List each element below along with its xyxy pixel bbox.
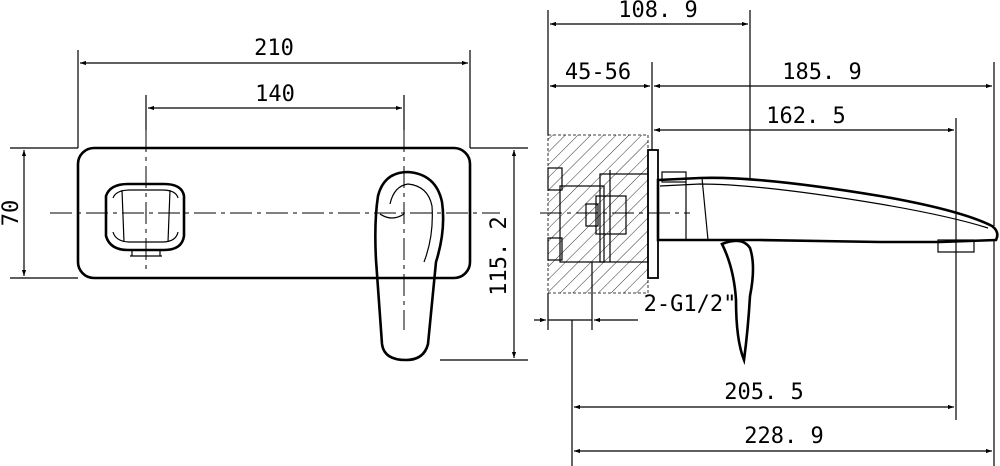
dim-handle-height-label: 115. 2: [487, 216, 512, 295]
dim-handle-height: 115. 2: [440, 147, 528, 361]
dim-reach-from-body: 205. 5: [574, 380, 954, 410]
dim-thread: 2-G1/2": [534, 262, 736, 330]
spout: [656, 171, 999, 253]
dim-spout-length: 185. 9: [654, 60, 992, 89]
side-lever: [720, 239, 755, 366]
front-view: 210 140 70 115. 2: [0, 36, 528, 362]
dim-plate-width-label: 210: [254, 36, 294, 61]
dim-spout-reach-label: 162. 5: [766, 104, 845, 129]
dim-spout-reach: 162. 5: [654, 104, 954, 133]
dim-plate-height-label: 70: [0, 200, 24, 227]
dim-total-length-label: 228. 9: [744, 424, 823, 449]
diverter-knob: [104, 182, 186, 257]
dim-plate-height: 70: [0, 147, 78, 279]
dim-plate-width: 210: [77, 36, 471, 148]
side-wall-plate: [647, 149, 659, 279]
side-view: 108. 9 45-56 185. 9 162. 5 2-G1/2": [534, 0, 999, 466]
dim-handle-spacing: 140: [145, 82, 405, 130]
dim-wall-body-label: 108. 9: [618, 0, 697, 23]
dim-total-length: 228. 9: [574, 424, 992, 454]
dim-thread-label: 2-G1/2": [644, 292, 737, 317]
dim-reach-from-body-label: 205. 5: [724, 380, 803, 405]
dim-handle-spacing-label: 140: [255, 82, 295, 107]
dim-wall-depth: 45-56: [550, 60, 650, 89]
dim-wall-depth-label: 45-56: [565, 60, 631, 85]
dim-spout-length-label: 185. 9: [782, 60, 861, 85]
lever-handle: [374, 170, 445, 362]
dim-wall-body: 108. 9: [550, 0, 748, 27]
